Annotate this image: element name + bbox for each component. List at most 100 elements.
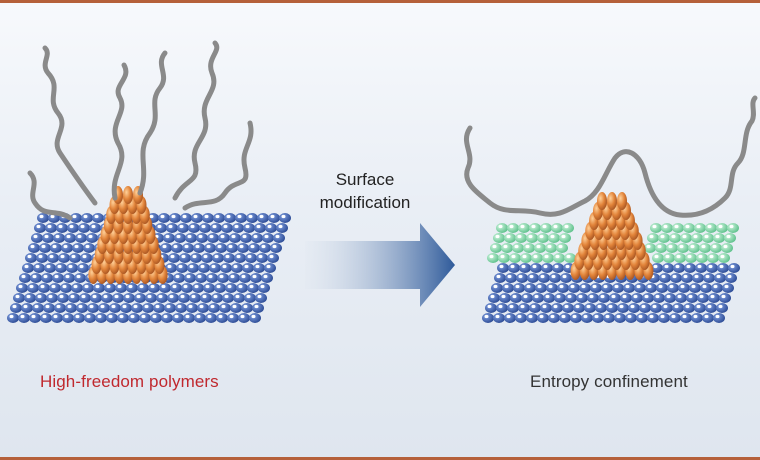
substrate-bead (614, 313, 626, 323)
substrate-highlight (60, 254, 65, 259)
substrate-bead (241, 303, 253, 313)
substrate-highlight (713, 284, 718, 289)
modified-bead (509, 253, 521, 263)
modified-bead (523, 243, 535, 253)
modified-highlight (506, 234, 511, 239)
substrate-bead (510, 293, 522, 303)
substrate-highlight (708, 264, 713, 269)
substrate-highlight (58, 224, 63, 229)
substrate-highlight (589, 294, 594, 299)
substrate-highlight (149, 214, 154, 219)
substrate-highlight (506, 314, 511, 319)
modified-highlight (729, 224, 734, 229)
substrate-bead (524, 283, 536, 293)
left-caption: High-freedom polymers (40, 372, 219, 391)
frame-top-border (0, 0, 760, 3)
substrate-highlight (261, 244, 266, 249)
substrate-highlight (245, 224, 250, 229)
substrate-bead (41, 273, 53, 283)
substrate-bead (232, 223, 244, 233)
substrate-highlight (619, 304, 624, 309)
substrate-highlight (660, 314, 665, 319)
substrate-highlight (73, 284, 78, 289)
substrate-highlight (66, 234, 71, 239)
substrate-bead (675, 293, 687, 303)
substrate-bead (673, 263, 685, 273)
substrate-highlight (515, 284, 520, 289)
modified-highlight (687, 254, 692, 259)
substrate-bead (34, 223, 46, 233)
substrate-bead (684, 263, 696, 273)
substrate-highlight (247, 254, 252, 259)
modified-bead (710, 243, 722, 253)
substrate-highlight (57, 264, 62, 269)
substrate-bead (98, 303, 110, 313)
substrate-bead (58, 253, 70, 263)
substrate-bead (270, 243, 282, 253)
substrate-bead (238, 313, 250, 323)
substrate-bead (239, 273, 251, 283)
substrate-bead (93, 283, 105, 293)
substrate-bead (27, 283, 39, 293)
substrate-bead (65, 303, 77, 313)
substrate-bead (551, 303, 563, 313)
substrate-bead (77, 263, 89, 273)
substrate-bead (529, 303, 541, 313)
substrate-bead (497, 263, 509, 273)
substrate-highlight (65, 274, 70, 279)
substrate-highlight (697, 264, 702, 269)
substrate-highlight (647, 284, 652, 289)
substrate-bead (73, 313, 85, 323)
substrate-highlight (499, 264, 504, 269)
substrate-bead (265, 223, 277, 233)
substrate-bead (19, 273, 31, 283)
substrate-highlight (683, 274, 688, 279)
substrate-highlight (658, 284, 663, 289)
substrate-highlight (9, 314, 14, 319)
modified-bead (702, 233, 714, 243)
substrate-highlight (669, 284, 674, 289)
substrate-highlight (235, 294, 240, 299)
substrate-bead (225, 283, 237, 293)
substrate-highlight (191, 294, 196, 299)
substrate-highlight (186, 274, 191, 279)
modified-highlight (531, 224, 536, 229)
substrate-highlight (35, 264, 40, 269)
substrate-bead (706, 263, 718, 273)
substrate-highlight (130, 314, 135, 319)
right-nanoparticle (570, 192, 654, 280)
substrate-highlight (222, 264, 227, 269)
substrate-highlight (185, 314, 190, 319)
modified-bead (526, 233, 538, 243)
modified-bead (716, 223, 728, 233)
substrate-highlight (239, 244, 244, 249)
modified-highlight (550, 234, 555, 239)
substrate-highlight (248, 214, 253, 219)
substrate-highlight (173, 244, 178, 249)
substrate-highlight (710, 294, 715, 299)
modified-highlight (693, 234, 698, 239)
substrate-highlight (675, 264, 680, 269)
substrate-bead (78, 223, 90, 233)
modified-highlight (646, 244, 651, 249)
substrate-highlight (256, 224, 261, 229)
substrate-bead (237, 243, 249, 253)
substrate-bead (719, 293, 731, 303)
substrate-highlight (575, 304, 580, 309)
substrate-bead (21, 303, 33, 313)
modified-highlight (649, 234, 654, 239)
substrate-highlight (258, 254, 263, 259)
substrate-bead (62, 313, 74, 323)
substrate-bead (83, 243, 95, 253)
modified-bead (493, 233, 505, 243)
modified-bead (658, 233, 670, 243)
modified-highlight (696, 224, 701, 229)
substrate-highlight (64, 314, 69, 319)
modified-highlight (520, 224, 525, 229)
substrate-highlight (517, 314, 522, 319)
substrate-highlight (232, 304, 237, 309)
substrate-bead (244, 293, 256, 303)
substrate-bead (222, 293, 234, 303)
modified-highlight (665, 254, 670, 259)
substrate-bead (216, 313, 228, 323)
